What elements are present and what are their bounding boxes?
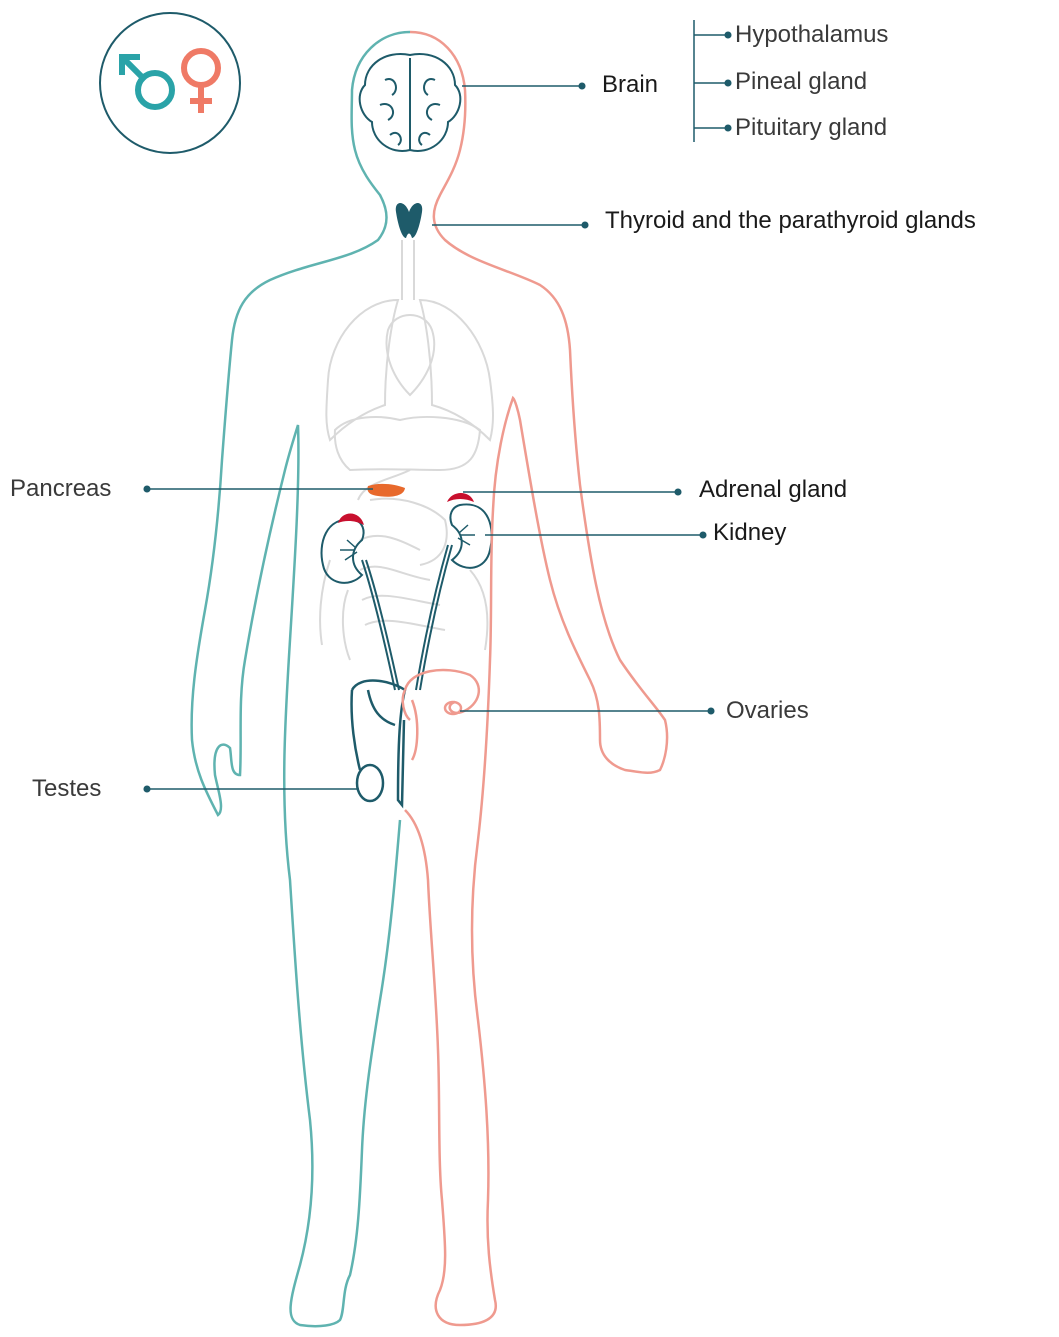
adrenal-gland-label: Adrenal gland (699, 476, 847, 504)
pineal-leader-line (694, 80, 731, 86)
hypothalamus-label: Hypothalamus (735, 21, 888, 49)
pancreas-leader-line (144, 486, 373, 492)
male-symbol-icon (122, 57, 172, 107)
thyroid-gland (396, 203, 422, 238)
sex-symbol-badge (100, 13, 240, 153)
testes-label: Testes (32, 775, 101, 803)
pancreas-label: Pancreas (10, 475, 111, 503)
hypothalamus-leader-line (694, 32, 731, 38)
female-reproductive-organs (403, 670, 479, 760)
pituitary-leader-line (694, 125, 731, 131)
ovaries-leader-line (460, 708, 714, 714)
thyroid-label: Thyroid and the parathyroid glands (605, 207, 976, 235)
internal-organs (320, 240, 493, 660)
kidney-label: Kidney (713, 519, 786, 547)
thyroid-leader-line (432, 222, 588, 228)
adrenal-leader-line (463, 489, 681, 495)
testes-leader-line (144, 786, 359, 792)
kidneys (322, 504, 492, 690)
male-reproductive-organs (352, 681, 405, 805)
brain-organ (360, 54, 461, 151)
brain-leader-line (462, 83, 585, 89)
pineal-gland-label: Pineal gland (735, 68, 867, 96)
pancreas-organ (367, 484, 405, 497)
pituitary-gland-label: Pituitary gland (735, 114, 887, 142)
kidney-leader-line (485, 532, 706, 538)
brain-label: Brain (602, 71, 658, 99)
male-body-outline (192, 32, 410, 1326)
female-symbol-icon (184, 51, 218, 113)
ovaries-label: Ovaries (726, 697, 809, 725)
